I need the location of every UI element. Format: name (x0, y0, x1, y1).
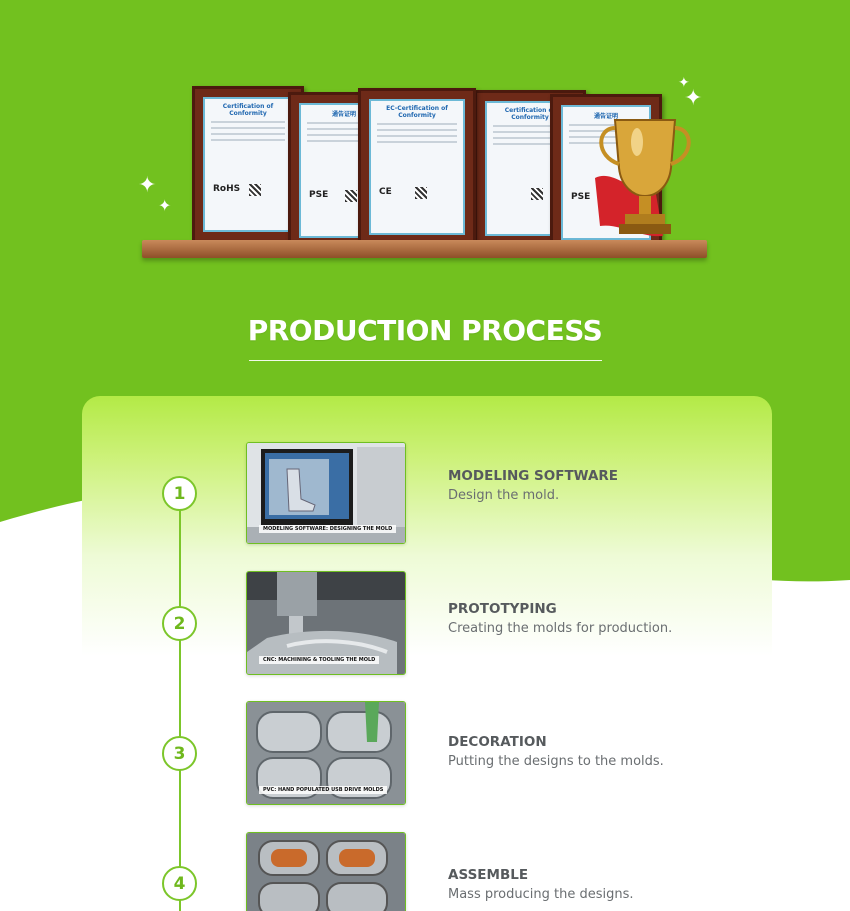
timeline-line (179, 510, 181, 911)
process-card (82, 396, 772, 911)
certificate-mark: PSE (309, 190, 329, 200)
certificate-title: 通告证明 (331, 111, 356, 118)
step-number-badge: 2 (162, 606, 197, 641)
step-description: Mass producing the designs. (448, 887, 634, 902)
certificate-frame: EC-Certification of Conformity CE (358, 88, 476, 246)
certificate-frame: Certification of Conformity RoHS (192, 86, 304, 243)
step-description: Design the mold. (448, 488, 560, 503)
trophy-icon (595, 119, 691, 237)
step-photo-decoration: PVC: HAND POPULATED USB DRIVE MOLDS (246, 701, 406, 805)
step-description: Putting the designs to the molds. (448, 754, 664, 769)
shelf (142, 240, 707, 258)
qr-code-icon (415, 187, 427, 199)
step-title: DECORATION (448, 734, 547, 750)
sparkle-left-small-icon: ✦ (158, 196, 172, 215)
step-number-badge: 3 (162, 736, 197, 771)
step-number-badge: 1 (162, 476, 197, 511)
certificate-mark: CE (379, 187, 392, 197)
step-title: ASSEMBLE (448, 867, 529, 883)
certificate-title: EC-Certification of Conformity (386, 105, 448, 119)
qr-code-icon (531, 188, 543, 200)
certificate-title: 通告证明 (593, 113, 618, 120)
certificate-mark: RoHS (213, 184, 241, 194)
photo-caption: MODELING SOFTWARE: DESIGNING THE MOLD (259, 525, 397, 533)
page-title: PRODUCTION PROCESS (247, 314, 603, 347)
sparkle-right-large-icon: ✦ (684, 86, 703, 111)
certificate-mark: PSE (571, 192, 591, 202)
photo-caption: CNC: MACHINING & TOOLING THE MOLD (259, 656, 380, 664)
step-photo-modeling: MODELING SOFTWARE: DESIGNING THE MOLD (246, 442, 406, 544)
step-title: MODELING SOFTWARE (448, 468, 619, 484)
photo-caption: PVC: HAND POPULATED USB DRIVE MOLDS (259, 786, 388, 794)
certificate-title: Certification of Conformity (222, 103, 274, 117)
step-photo-assemble (246, 832, 406, 911)
step-number-badge: 4 (162, 866, 197, 901)
sparkle-right-icon: ✦ (678, 75, 690, 91)
qr-code-icon (345, 190, 357, 202)
step-description: Creating the molds for production. (448, 621, 673, 636)
assembly-tray-icon (247, 833, 405, 911)
certificate-title: Certification of Conformity (504, 107, 556, 121)
certificates-display: ✦ ✦ ✦ ✦ Certification of Conformity RoHS… (130, 70, 720, 270)
qr-code-icon (249, 184, 261, 196)
title-underline (249, 360, 602, 361)
step-photo-prototyping: CNC: MACHINING & TOOLING THE MOLD (246, 571, 406, 675)
sparkle-left-icon: ✦ (138, 173, 157, 198)
step-title: PROTOTYPING (448, 601, 557, 617)
